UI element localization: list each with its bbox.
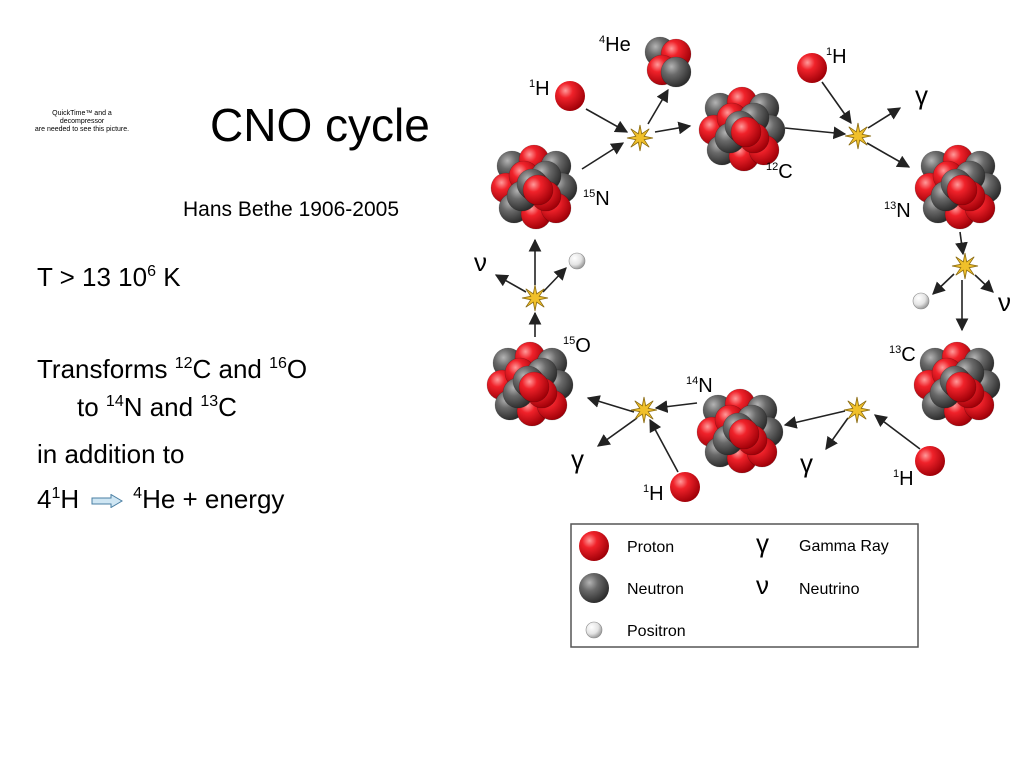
flash-star-icon <box>843 396 871 424</box>
legend-gamma-label: Gamma Ray <box>799 538 889 555</box>
positron-particle <box>912 292 930 310</box>
quicktime-placeholder: QuickTime™ and a decompressor are needed… <box>22 110 142 134</box>
legend-neutrino-label: Neutrino <box>799 581 860 598</box>
proton-ball <box>946 174 978 206</box>
proton-particle <box>797 53 827 83</box>
flash-star-icon <box>951 252 979 280</box>
nitrogen-14-nucleus <box>696 388 784 474</box>
proton-ball <box>518 371 550 403</box>
legend-positron-label: Positron <box>627 623 686 640</box>
gamma-symbol: γ <box>915 80 928 110</box>
h1-label: 1H <box>893 468 914 490</box>
flash-star-icon <box>844 122 872 150</box>
c12-label: 12C <box>766 161 793 183</box>
quicktime-line-3: are needed to see this picture. <box>34 126 130 133</box>
proton-ball <box>730 116 762 148</box>
h1-label: 1H <box>643 483 664 505</box>
n13-label: 13N <box>884 200 911 222</box>
he4-label: 4He <box>599 34 631 56</box>
reaction-flash-icons <box>521 122 979 424</box>
helium-4-nucleus <box>644 36 692 88</box>
neutrino-symbol: ν <box>474 247 487 277</box>
flash-star-icon <box>630 396 658 424</box>
legend-neutron-swatch <box>579 573 609 603</box>
n14-label: 14N <box>686 375 713 397</box>
reaction-arrows <box>494 81 994 473</box>
gamma-symbol: γ <box>571 444 584 474</box>
flash-star-icon <box>626 124 654 152</box>
neutron-ball <box>660 56 692 88</box>
legend-gamma-symbol: γ <box>756 528 769 558</box>
temperature-line: T > 13 106 K <box>37 262 181 292</box>
gamma-symbol: γ <box>800 448 813 478</box>
particle-symbols: γ ν ν γ γ <box>474 80 1011 478</box>
flash-star-icon <box>521 284 549 312</box>
legend-proton-label: Proton <box>627 539 674 556</box>
proton-particle <box>915 446 945 476</box>
addition-line: in addition to <box>37 439 185 469</box>
carbon-13-nucleus <box>913 341 1001 427</box>
carbon-12-nucleus <box>698 86 786 172</box>
quicktime-line-2: decompressor <box>59 118 105 125</box>
nucleus-labels: 4He 1H 1H 12C 15N 13N 15O 13C 14N 1H 1H <box>529 34 916 505</box>
legend-proton-swatch <box>579 531 609 561</box>
proton-ball <box>728 418 760 450</box>
proton-particle <box>555 81 585 111</box>
slide-subtitle: Hans Bethe 1906-2005 <box>183 198 399 221</box>
legend-neutrino-symbol: ν <box>756 570 769 600</box>
oxygen-15-nucleus <box>486 341 574 427</box>
slide-title: CNO cycle <box>210 99 430 151</box>
right-arrow-icon <box>91 494 124 509</box>
legend-neutron-label: Neutron <box>627 581 684 598</box>
proton-ball <box>522 174 554 206</box>
neutrino-symbol: ν <box>998 287 1011 317</box>
n15-label: 15N <box>583 188 610 210</box>
legend: Proton Neutron Positron Gamma Ray Neutri… <box>570 523 919 648</box>
nitrogen-13-nucleus <box>914 144 1002 230</box>
transforms-line: Transforms 12C and 16O <box>37 354 308 384</box>
h1-label: 1H <box>826 46 847 68</box>
legend-box <box>570 523 919 648</box>
o15-label: 15O <box>563 335 591 357</box>
nitrogen-15-nucleus <box>490 144 578 230</box>
quicktime-line-1: QuickTime™ and a <box>52 110 112 117</box>
positron-particle <box>568 252 586 270</box>
legend-positron-swatch <box>585 621 603 639</box>
transforms-to-line: to 14N and 13C <box>77 392 237 422</box>
c13-label: 13C <box>889 344 916 366</box>
proton-particle <box>670 472 700 502</box>
h1-label: 1H <box>529 78 550 100</box>
proton-ball <box>945 371 977 403</box>
